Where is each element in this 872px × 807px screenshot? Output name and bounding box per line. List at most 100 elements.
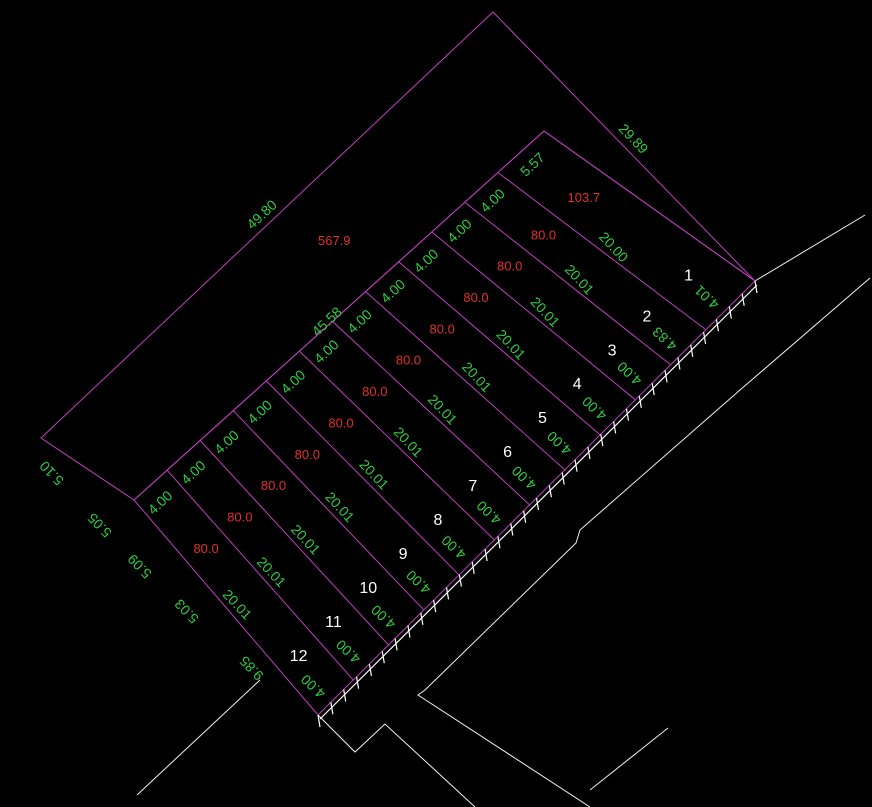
hatch-stroke [394, 638, 398, 651]
lot-area-label: 80.0 [463, 290, 488, 305]
lot-number-label: 9 [399, 546, 408, 563]
lot-width-label: 4.00 [311, 336, 342, 366]
lot-width-label: 4.00 [278, 366, 309, 396]
hatch-stroke [368, 663, 373, 677]
hatch-stroke [677, 357, 681, 370]
lot-width-label: 4.00 [144, 487, 175, 517]
hatch-stroke [625, 408, 630, 421]
lot-division-line [365, 291, 566, 471]
road-edge-far [417, 277, 871, 807]
hatch-stroke [690, 344, 694, 357]
lot-width-label: 4.00 [178, 457, 209, 487]
lot-area-label: 80.0 [497, 259, 522, 274]
edge-label-bottom: 45.58 [308, 303, 345, 339]
lot-division-line [166, 469, 354, 681]
lot-depth-label: 20.01 [254, 554, 290, 591]
hatch-stroke [535, 497, 540, 511]
hatch-stroke [407, 625, 411, 638]
hatch-stroke [381, 651, 385, 664]
lot-division-line [431, 231, 636, 401]
lot-number-label: 12 [290, 648, 308, 665]
hatch-stroke [702, 331, 707, 345]
lot-frontage-label: 4.01 [691, 282, 722, 312]
edge-label-strip-left-a: 5.09 [124, 551, 155, 582]
road-lines [136, 214, 871, 807]
lot-frontage-label: 4.83 [649, 324, 680, 354]
lot-division-line [497, 172, 707, 331]
lot-number-label: 8 [433, 512, 442, 529]
hatch-stroke [548, 485, 552, 498]
lot-number-label: 5 [538, 410, 547, 427]
road-edge-bottom-left [136, 679, 261, 796]
lot-area-label: 80.0 [396, 353, 421, 368]
lot-number-label: 7 [468, 478, 477, 495]
lot-division-line [398, 261, 601, 436]
hatch-stroke [587, 446, 591, 460]
lot-depth-label: 20.01 [527, 294, 563, 331]
hatch-stroke [523, 510, 527, 523]
hatch-stroke [574, 459, 578, 472]
lot-number-label: 1 [684, 268, 693, 285]
lot-area-label: 103.7 [568, 190, 601, 205]
lot-width-label: 4.00 [244, 397, 275, 427]
hatch-stroke [728, 306, 732, 319]
road-edge-bottom [317, 714, 476, 807]
frontage-hatching [317, 280, 758, 728]
lot-number-label: 4 [573, 376, 582, 393]
lot-division-lines [166, 172, 707, 681]
lot-division-line [199, 440, 389, 646]
hatch-stroke [433, 600, 437, 613]
hatch-stroke [510, 523, 514, 536]
edge-label-top-right: 29.89 [616, 120, 652, 156]
lot-width-label: 4.00 [344, 306, 375, 336]
lot-division-line [464, 201, 671, 366]
lot-number-label: 11 [325, 614, 342, 631]
lot-frontage-label: 4.00 [614, 358, 645, 388]
lot-frontage-label: 4.00 [544, 428, 575, 458]
lot-number-label: 6 [503, 444, 512, 461]
edge-label-corner-small: 9.85 [236, 653, 267, 684]
hatch-stroke [445, 587, 450, 600]
lot-division-line [299, 350, 495, 541]
edge-label-top-left: 49.80 [243, 196, 280, 232]
hatch-stroke [741, 293, 745, 306]
lot-labels: 5.57103.720.0014.014.0080.020.0124.834.0… [144, 149, 722, 702]
lot-division-line [332, 320, 530, 506]
hatch-stroke [355, 676, 360, 689]
hatch-stroke [600, 434, 604, 447]
lot-depth-label: 20.01 [425, 391, 461, 428]
lot-area-label: 80.0 [227, 510, 252, 525]
edge-label-strip-left-b: 5.03 [171, 596, 202, 627]
lot-depth-label: 20.01 [356, 456, 392, 493]
hatch-stroke [561, 472, 565, 485]
big-parcel-area-label: 567.9 [318, 233, 351, 248]
hatch-stroke [458, 574, 462, 587]
hatch-stroke [484, 548, 488, 562]
lot-area-label: 80.0 [430, 321, 455, 336]
lot-width-label: 4.00 [211, 427, 242, 457]
edge-label-left-b: 5.05 [84, 510, 115, 541]
lot-width-label: 5.57 [517, 149, 548, 179]
lot-area-label: 80.0 [193, 541, 218, 556]
hatch-stroke [715, 319, 720, 332]
hatch-stroke [420, 612, 424, 625]
lot-area-label: 80.0 [531, 227, 556, 242]
hatch-stroke [651, 383, 655, 396]
lot-depth-label: 20.01 [493, 326, 529, 363]
lot-width-label: 4.00 [477, 185, 508, 215]
hatch-stroke [497, 536, 501, 549]
lot-number-label: 10 [359, 580, 377, 597]
hatch-stroke [330, 702, 334, 715]
lot-area-label: 80.0 [362, 384, 387, 399]
lot-width-label: 4.00 [411, 246, 442, 276]
lot-depth-label: 20.01 [288, 521, 324, 558]
lot-division-line [265, 380, 460, 576]
lot-width-label: 4.00 [444, 215, 475, 245]
lot-depth-label: 20.01 [459, 359, 495, 396]
lot-number-label: 3 [608, 342, 617, 359]
lot-frontage-label: 4.00 [508, 463, 539, 493]
lot-width-label: 4.00 [377, 276, 408, 306]
edge-label-left-a: 5.10 [36, 458, 67, 489]
lot-number-label: 2 [642, 308, 651, 325]
lot-area-label: 80.0 [261, 478, 286, 493]
